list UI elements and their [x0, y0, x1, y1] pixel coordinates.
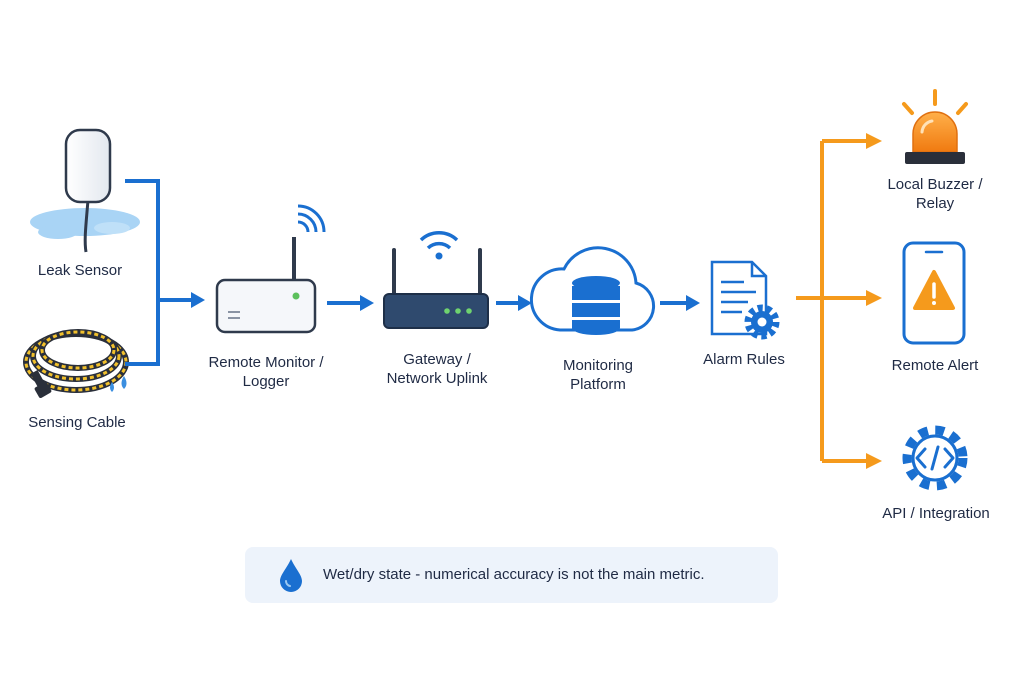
local-buzzer-label: Local Buzzer / Relay: [887, 176, 983, 212]
arrowhead-gateway-platform: [518, 295, 532, 311]
remote-alert-label: Remote Alert: [891, 357, 979, 374]
remote-monitor-icon: [215, 204, 326, 334]
sensing-cable-icon: [23, 329, 129, 398]
leak-sensor-label: Leak Sensor: [37, 262, 123, 279]
document-gear-icon: [710, 260, 780, 340]
arrowhead-monitor-gateway: [360, 295, 374, 311]
sensing-cable-label: Sensing Cable: [28, 414, 126, 431]
cloud-database-icon: [529, 246, 656, 335]
gateway-router-icon: [383, 231, 489, 329]
arrowhead-platform-rules: [686, 295, 700, 311]
platform-label: Monitoring Platform: [562, 357, 634, 393]
note-box: [245, 547, 778, 603]
phone-alert-icon: [902, 241, 966, 345]
gateway-label: Gateway / Network Uplink: [386, 351, 488, 387]
connector-outputs: [796, 139, 868, 463]
arrowhead-remote-alert: [866, 290, 882, 306]
arrowhead-api: [866, 453, 882, 469]
alarm-rules-label: Alarm Rules: [703, 351, 785, 368]
note-text: Wet/dry state - numerical accuracy is no…: [323, 566, 705, 583]
api-integration-label: API / Integration: [882, 505, 990, 522]
arrowhead-buzzer: [866, 133, 882, 149]
remote-monitor-label: Remote Monitor / Logger: [208, 354, 324, 390]
arrowhead-sensors: [191, 292, 205, 308]
alarm-beacon-icon: [902, 89, 968, 164]
leak-sensor-icon: [30, 128, 140, 253]
connector-sensors: [125, 179, 193, 366]
water-drop-icon: [280, 559, 302, 592]
code-gear-icon: [902, 425, 968, 491]
